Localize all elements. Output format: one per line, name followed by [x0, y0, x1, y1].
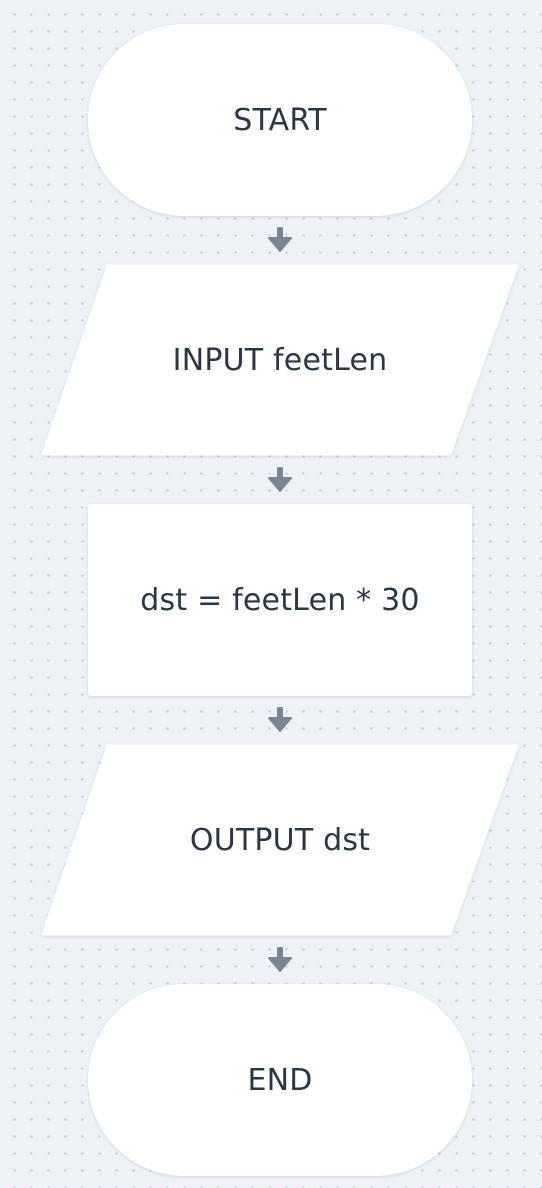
- start-node[interactable]: START: [88, 24, 472, 216]
- input-node[interactable]: INPUT feetLen: [40, 264, 520, 456]
- process-node[interactable]: dst = feetLen * 30: [88, 504, 472, 696]
- arrow-down-icon: [266, 226, 294, 254]
- input-label: INPUT feetLen: [172, 342, 388, 378]
- arrow-down-icon: [266, 466, 294, 494]
- end-label: END: [247, 1062, 313, 1098]
- parallelogram-shape: [41, 744, 519, 936]
- parallelogram-shape: [41, 264, 519, 456]
- output-node[interactable]: OUTPUT dst: [40, 744, 520, 936]
- arrow-down-icon: [266, 706, 294, 734]
- arrow-down-icon: [266, 946, 294, 974]
- process-label: dst = feetLen * 30: [140, 582, 420, 618]
- end-node[interactable]: END: [88, 984, 472, 1176]
- start-label: START: [233, 102, 327, 138]
- output-label: OUTPUT dst: [189, 822, 371, 858]
